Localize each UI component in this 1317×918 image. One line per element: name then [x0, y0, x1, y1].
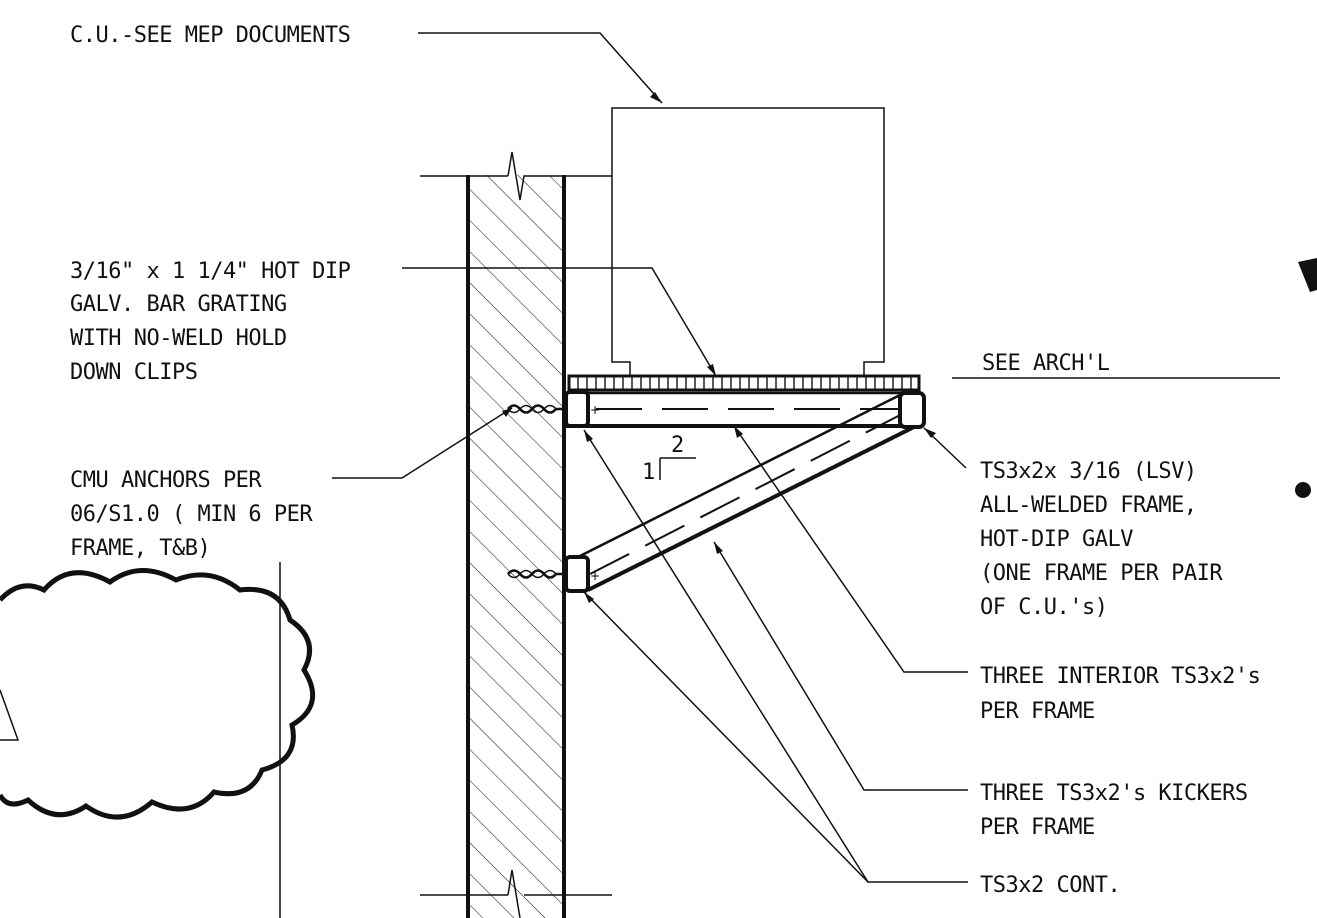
frame-kicker: [575, 392, 921, 592]
kickers-note-line: THREE TS3x2's KICKERS: [980, 781, 1248, 806]
grating-note: 3/16" x 1 1/4" HOT DIP GALV. BAR GRATING…: [70, 259, 351, 385]
revision-cloud: [0, 568, 315, 820]
cu-note: C.U.-SEE MEP DOCUMENTS: [70, 23, 350, 48]
cmu-anchor-bottom: [507, 569, 564, 579]
edge-mark: [1298, 258, 1317, 292]
interior-note-line: THREE INTERIOR TS3x2's: [980, 664, 1260, 689]
cmu-anchor-note: CMU ANCHORS PER 06/S1.0 ( MIN 6 PER FRAM…: [70, 468, 314, 561]
kickers-note-line: PER FRAME: [980, 815, 1095, 840]
edge-dot: [1295, 482, 1311, 498]
cont-note: TS3x2 CONT.: [980, 873, 1120, 898]
cmu-note-line: 06/S1.0 ( MIN 6 PER: [70, 502, 313, 527]
cmu-note-line: CMU ANCHORS PER: [70, 468, 262, 493]
see-arch-note: SEE ARCH'L: [982, 351, 1110, 376]
outer-corner-connection: [898, 391, 926, 429]
top-wall-connection: [564, 390, 590, 428]
frame-top-member: [566, 391, 912, 428]
cmu-wall: [420, 151, 612, 918]
frame-note-line: HOT-DIP GALV: [980, 527, 1133, 552]
interior-note: THREE INTERIOR TS3x2's PER FRAME: [980, 664, 1261, 724]
bottom-wall-connection: [564, 555, 590, 593]
kickers-note: THREE TS3x2's KICKERS PER FRAME: [980, 781, 1248, 840]
slope-run: 2: [671, 433, 684, 458]
slope-rise: 1: [642, 460, 655, 485]
svg-text:+: +: [590, 403, 600, 417]
cmu-note-line: FRAME, T&B): [70, 536, 210, 561]
bar-grating: [567, 374, 921, 392]
frame-note: TS3x2x 3/16 (LSV) ALL-WELDED FRAME, HOT-…: [980, 459, 1224, 620]
grating-note-line: 3/16" x 1 1/4" HOT DIP: [70, 259, 351, 284]
grating-note-line: DOWN CLIPS: [70, 360, 197, 385]
frame-note-line: ALL-WELDED FRAME,: [980, 493, 1197, 518]
interior-note-line: PER FRAME: [980, 699, 1095, 724]
svg-text:+: +: [590, 569, 600, 583]
condensing-unit: [611, 107, 885, 376]
slope-indicator: 2 1: [642, 433, 696, 485]
frame-note-line: (ONE FRAME PER PAIR: [980, 561, 1223, 586]
leader-lines: [332, 32, 968, 883]
grating-note-line: GALV. BAR GRATING: [70, 292, 287, 317]
cmu-anchor-top: [507, 404, 564, 414]
frame-note-line: OF C.U.'s): [980, 595, 1107, 620]
grating-note-line: WITH NO-WELD HOLD: [70, 326, 287, 351]
frame-note-line: TS3x2x 3/16 (LSV): [980, 459, 1197, 484]
